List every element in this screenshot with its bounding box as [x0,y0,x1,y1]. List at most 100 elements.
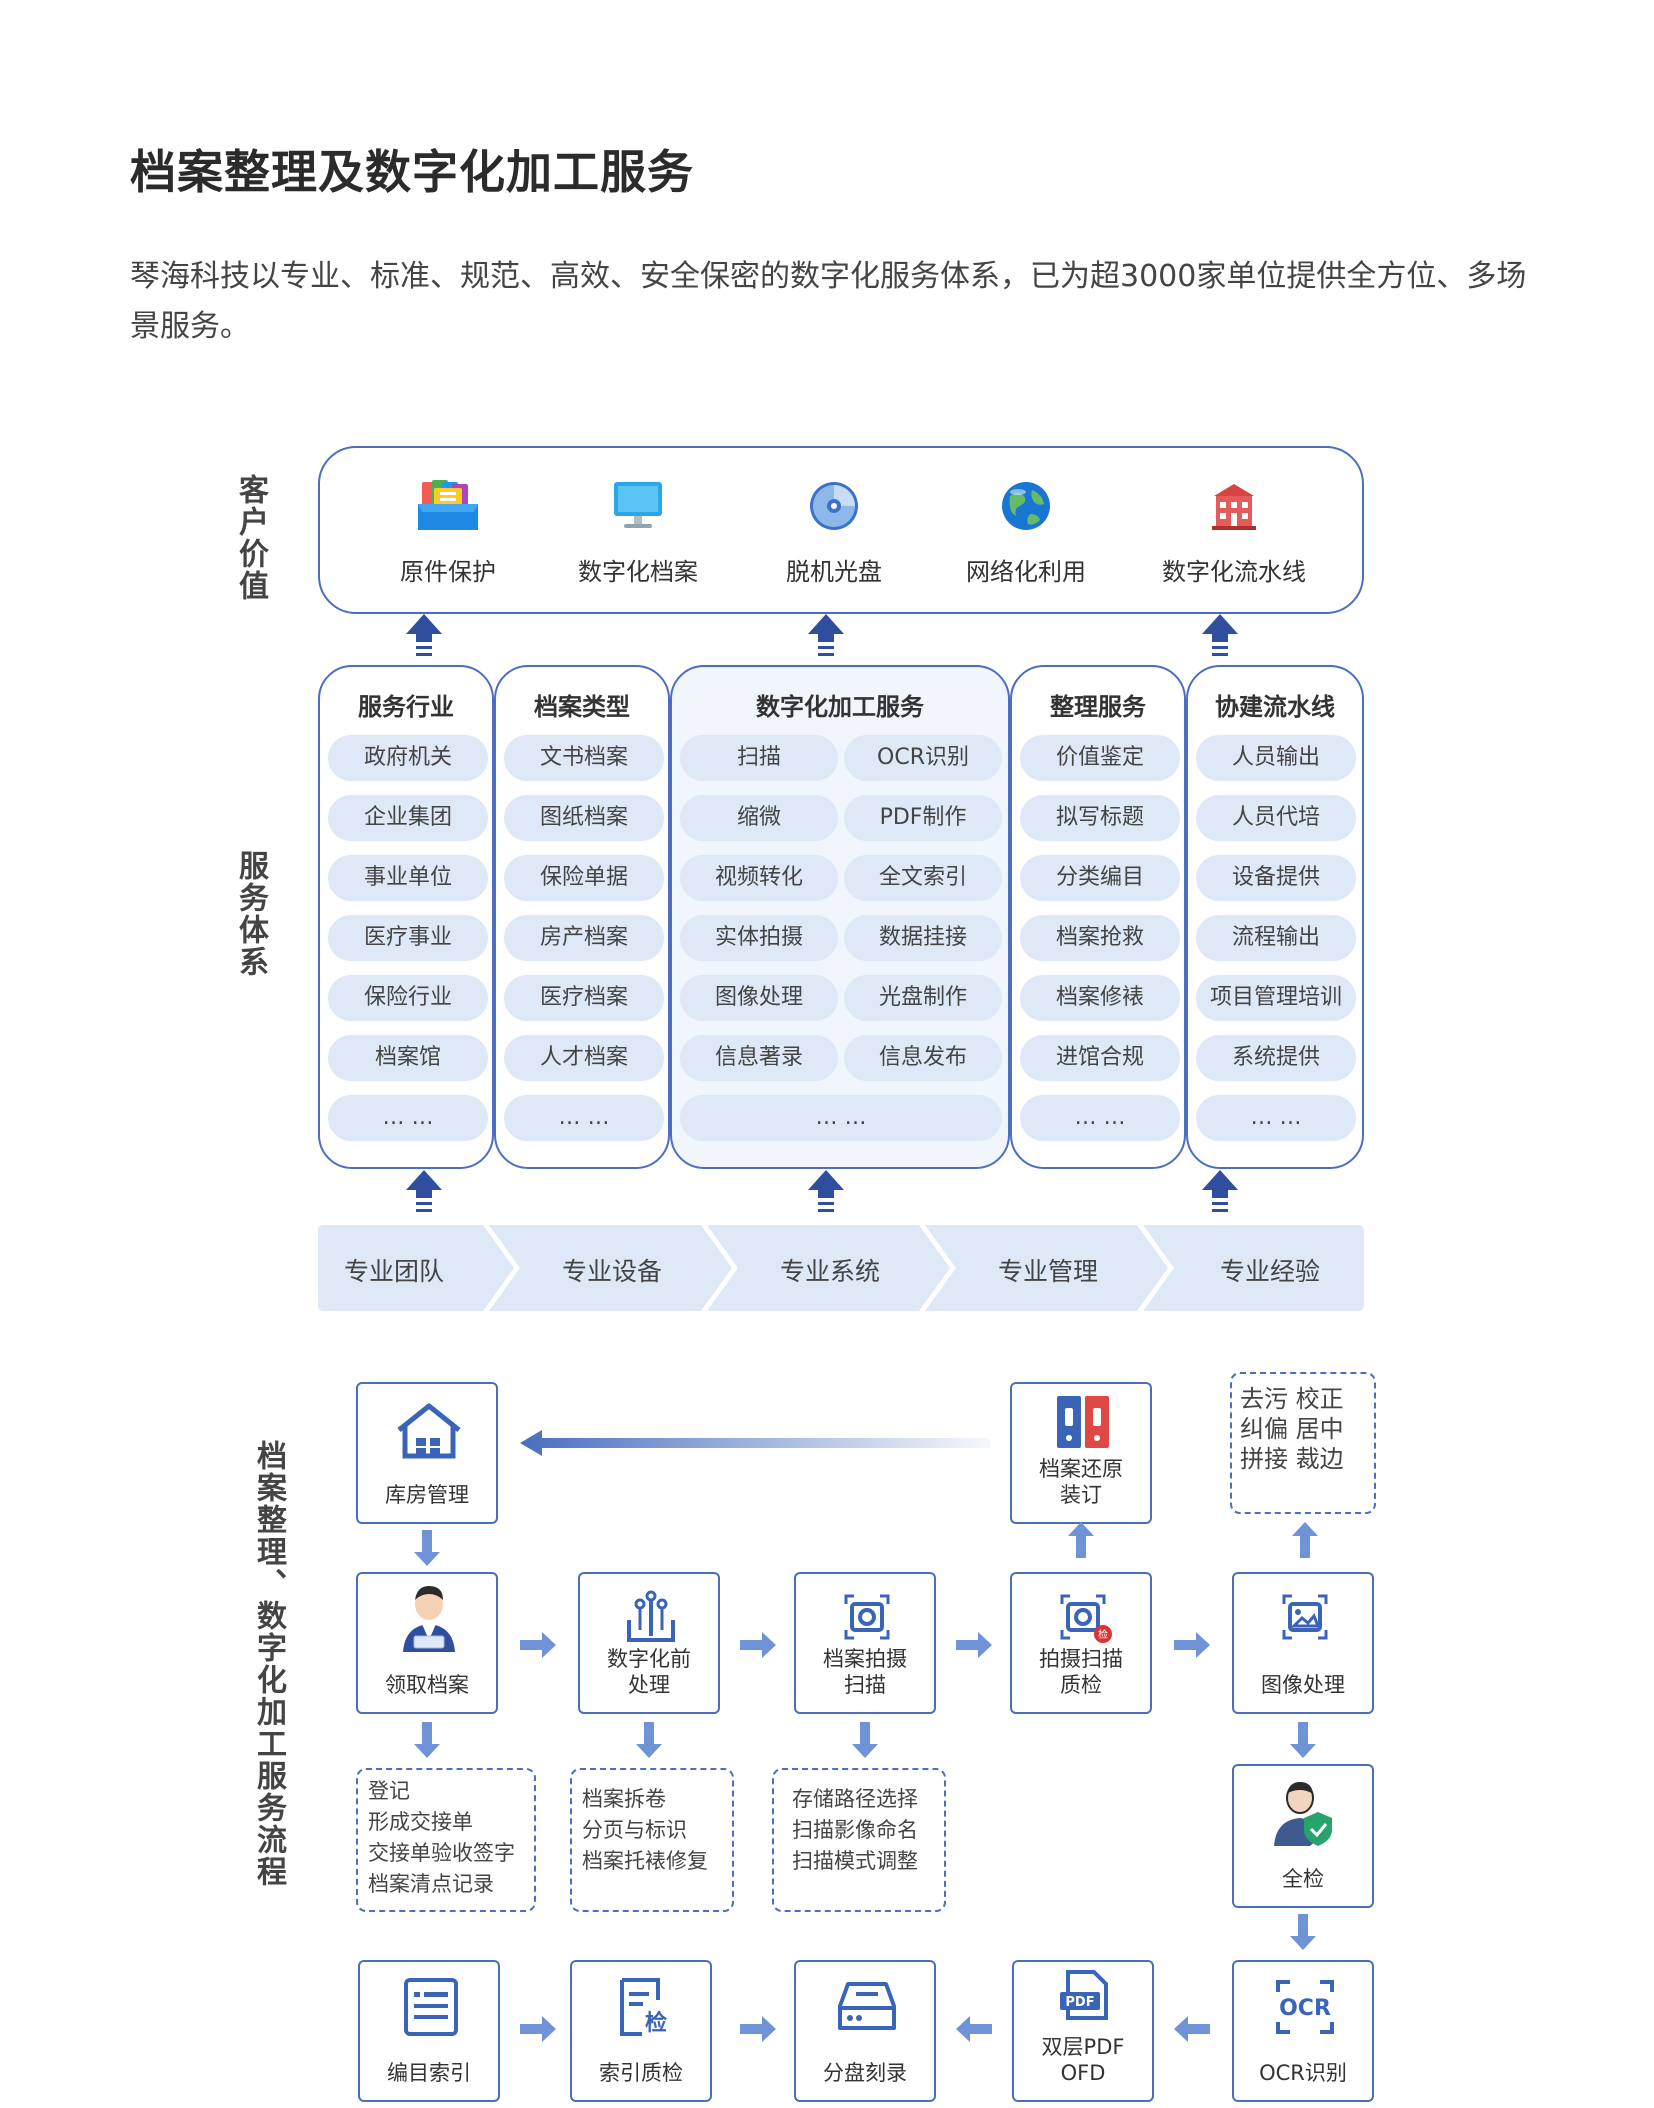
step-label: 编目索引 [387,2061,471,2085]
step-warehouse: 库房管理 [356,1382,498,1524]
pill-item: 医疗事业 [328,915,488,961]
step-receive-archive: 领取档案 [356,1572,498,1714]
pill-item: 进馆合规 [1020,1035,1180,1081]
pill-item: 医疗档案 [504,975,664,1021]
badge-text: PDF [1065,1995,1094,2010]
right-arrow-icon [740,1632,776,1658]
pill-item: 拟写标题 [1020,795,1180,841]
note-line: 形成交接单 [368,1810,473,1834]
step-image-process: 图像处理 [1232,1572,1374,1714]
step-disc-burn: 分盘刻录 [794,1960,936,2102]
pdf-icon: PDF [1060,1970,1108,2020]
step-label-line: 扫描 [844,1673,886,1697]
pill-item: 视频转化 [680,855,838,901]
pill-item: 缩微 [680,795,838,841]
pill-item: … … [504,1095,664,1141]
step-label-line: 处理 [628,1673,670,1697]
pill-item: 信息著录 [680,1035,838,1081]
chevron-segment [318,1225,514,1311]
step-label: 档案还原 装订 [1012,1456,1150,1508]
pill-item: 保险行业 [328,975,488,1021]
step-restore-binding: 档案还原 装订 [1010,1382,1152,1524]
pill-item: 扫描 [680,735,838,781]
pill-item: 实体拍摄 [680,915,838,961]
page-title: 档案整理及数字化加工服务 [130,145,694,199]
note-line: 档案托裱修复 [582,1849,708,1873]
pill-item: 档案抢救 [1020,915,1180,961]
chevron-segment [707,1225,950,1311]
chevron-segment [489,1225,732,1311]
down-arrow-icon [852,1722,878,1758]
step-label: 档案拍摄 扫描 [796,1646,934,1698]
down-arrow-icon [1290,1914,1316,1950]
pill-item: 光盘制作 [844,975,1002,1021]
left-arrow-icon [956,2016,992,2042]
right-arrow-icon [520,1632,556,1658]
value-label: 数字化档案 [578,558,698,586]
camera-check-icon: 检 [1060,1594,1112,1643]
pill-item: … … [1020,1095,1180,1141]
step-ocr: OCR OCR识别 [1232,1960,1374,2102]
note-line: 登记 [368,1779,410,1803]
receive-notes: 登记 形成交接单 交接单验收签字 档案清点记录 [356,1768,536,1912]
down-arrow-icon [636,1722,662,1758]
circuit-icon [627,1590,675,1642]
down-arrow-icon [414,1722,440,1758]
note-line: 分页与标识 [582,1818,687,1842]
column-organizing: 整理服务 价值鉴定 拟写标题 分类编目 档案抢救 档案修裱 进馆合规 … … [1010,665,1186,1169]
note-line: 纠偏 居中 [1240,1415,1344,1443]
pill-item: 保险单据 [504,855,664,901]
pill-item: 人才档案 [504,1035,664,1081]
step-full-check: 全检 [1232,1764,1374,1908]
pill-item: 人员代培 [1196,795,1356,841]
value-original-protection: 原件保护 [348,478,548,587]
pill-item: 价值鉴定 [1020,735,1180,781]
step-scan-qc: 检 拍摄扫描 质检 [1010,1572,1152,1714]
column-title: 档案类型 [534,693,630,721]
step-pdf-ofd: PDF 双层PDF OFD [1012,1960,1154,2102]
down-arrow-icon [1290,1722,1316,1758]
badge-text: OCR [1279,1996,1331,2021]
foundation-chevron-bar [318,1225,1364,1311]
pill-item: … … [1196,1095,1356,1141]
process-label: 档案整理、数字化加工服务流程 [251,1440,286,1888]
pill-item: PDF制作 [844,795,1002,841]
pill-item: 全文索引 [844,855,1002,901]
left-arrow-icon [520,1430,990,1456]
badge-text: 检 [645,2010,667,2036]
pill-item: 流程输出 [1196,915,1356,961]
right-arrow-icon [956,1632,992,1658]
note-line: 档案拆卷 [582,1787,666,1811]
up-arrow-icon [406,1170,442,1212]
foundation-label: 专业系统 [779,1257,880,1286]
pill-item: 文书档案 [504,735,664,781]
monitor-icon [614,482,662,528]
step-capture-scan: 档案拍摄 扫描 [794,1572,936,1714]
pill-item: … … [328,1095,488,1141]
capture-notes: 存储路径选择 扫描影像命名 扫描模式调整 [772,1768,946,1912]
pill-item: 设备提供 [1196,855,1356,901]
step-label-line: 拍摄扫描 [1039,1647,1123,1671]
note-line: 扫描模式调整 [792,1849,918,1873]
note-line: 档案清点记录 [368,1872,494,1896]
folder-icon [418,480,478,530]
column-title: 协建流水线 [1215,693,1335,721]
step-label: 全检 [1282,1867,1324,1891]
step-label: 分盘刻录 [823,2061,907,2085]
value-offline-disc: 脱机光盘 [734,478,934,587]
note-line: 交接单验收签字 [368,1841,515,1865]
foundation-label: 专业经验 [1219,1257,1320,1286]
camera-icon [844,1594,890,1640]
customer-value-panel: 原件保护 数字化档案 脱机光盘 网络化利用 [318,446,1364,614]
pill-item: 房产档案 [504,915,664,961]
step-label-line: 装订 [1060,1483,1102,1507]
step-label: 库房管理 [385,1483,469,1507]
up-arrow-icon [1068,1522,1094,1558]
pill-item: 事业单位 [328,855,488,901]
column-title: 整理服务 [1050,693,1146,721]
chevron-segment [1143,1225,1364,1311]
pill-item: … … [680,1095,1002,1141]
value-label: 数字化流水线 [1162,558,1306,586]
step-label-line: 质检 [1060,1673,1102,1697]
step-label-line: OFD [1060,2061,1106,2085]
